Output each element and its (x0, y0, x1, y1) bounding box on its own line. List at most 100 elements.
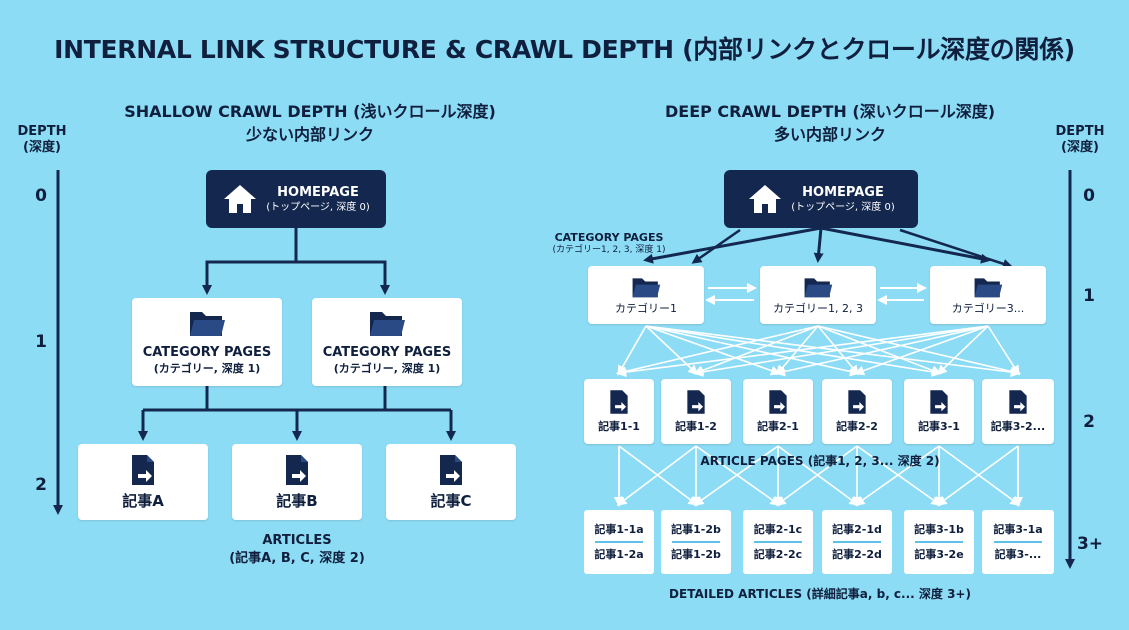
right-article-node[interactable]: 記事1-1 (584, 379, 654, 444)
category-sub: (カテゴリー, 深度 1) (153, 362, 261, 375)
category-label: カテゴリー3... (951, 301, 1025, 315)
article-label: 記事2-2 (836, 420, 878, 433)
category-caption-line2: (カテゴリー1, 2, 3, 深度 1) (552, 245, 666, 255)
left-depth-2: 2 (35, 475, 47, 495)
right-depth-label-line1: DEPTH (1055, 124, 1105, 139)
right-article-node[interactable]: 記事3-2... (982, 379, 1054, 444)
mesh-link (617, 325, 647, 376)
right-depth-3plus: 3+ (1076, 534, 1104, 554)
mesh-link (936, 445, 1019, 506)
left-depth-0: 0 (35, 186, 47, 206)
left-depth-label-line2: (深度) (23, 140, 61, 155)
link-arrow (820, 226, 991, 264)
document-arrow-icon (930, 390, 948, 414)
detailed-articles-caption: DETAILED ARTICLES (詳細記事a, b, c... 深度 3+) (669, 587, 971, 601)
homepage-label: HOMEPAGE (277, 184, 359, 200)
left-homepage-node[interactable]: HOMEPAGE (トップページ, 深度 0) (206, 170, 386, 228)
article-label: 記事A (122, 491, 164, 510)
detailed-separator (754, 541, 802, 543)
left-depth-label-line1: DEPTH (17, 124, 67, 139)
folder-icon (370, 312, 405, 336)
detailed-article-top: 記事2-1c (753, 523, 803, 536)
folder-icon (190, 312, 225, 336)
left-category-node[interactable]: CATEGORY PAGES (カテゴリー, 深度 1) (312, 298, 462, 386)
detailed-separator (672, 541, 720, 543)
detailed-article-top: 記事3-1a (993, 523, 1043, 536)
detailed-article-top: 記事1-2b (671, 523, 721, 536)
article-label: 記事3-1 (918, 420, 960, 433)
left-article-node[interactable]: 記事A (78, 444, 208, 520)
left-article-node[interactable]: 記事C (386, 444, 516, 520)
homepage-sub: (トップページ, 深度 0) (266, 201, 370, 213)
document-arrow-icon (286, 454, 308, 485)
detailed-article-node[interactable]: 記事3-1b 記事3-2e (904, 510, 974, 574)
detailed-article-node[interactable]: 記事2-1c 記事2-2c (743, 510, 813, 574)
document-arrow-icon (132, 454, 154, 485)
detailed-separator (595, 541, 643, 543)
link-arrow (899, 228, 1013, 269)
right-category-node[interactable]: カテゴリー3... (930, 266, 1046, 324)
articles-caption-line2: (記事A, B, C, 深度 2) (229, 551, 365, 566)
left-articles-caption: ARTICLES (記事A, B, C, 深度 2) (197, 532, 397, 568)
right-article-node[interactable]: 記事2-2 (822, 379, 892, 444)
detailed-article-node[interactable]: 記事1-2b 記事1-2b (661, 510, 731, 574)
right-article-node[interactable]: 記事2-1 (743, 379, 813, 444)
category-label: カテゴリー1, 2, 3 (773, 301, 863, 315)
mesh-link (645, 325, 942, 377)
link-arrow (813, 227, 824, 263)
detailed-article-bottom: 記事3-... (994, 548, 1042, 561)
mesh-link (645, 325, 860, 377)
right-depth-0: 0 (1083, 186, 1095, 206)
category-label: CATEGORY PAGES (142, 345, 272, 360)
mesh-link (693, 325, 819, 376)
detailed-article-bottom: 記事3-2e (914, 548, 964, 561)
right-depth-label: DEPTH (深度) (1052, 124, 1108, 156)
detailed-article-node[interactable]: 記事3-1a 記事3-... (982, 510, 1054, 574)
articles-caption-line1: ARTICLES (262, 533, 332, 548)
folder-icon (974, 277, 1003, 297)
mesh-link (693, 325, 989, 377)
shallow-subheading-text: 少ない内部リンク (245, 125, 374, 144)
left-category-node[interactable]: CATEGORY PAGES (カテゴリー, 深度 1) (132, 298, 282, 386)
right-depth-2: 2 (1083, 412, 1095, 432)
detailed-article-top: 記事3-1b (914, 523, 964, 536)
category-label: CATEGORY PAGES (322, 345, 452, 360)
detailed-separator (994, 541, 1042, 543)
mesh-link (645, 325, 1021, 378)
document-arrow-icon (848, 390, 866, 414)
detailed-article-bottom: 記事1-2b (671, 548, 721, 561)
category-sub: (カテゴリー, 深度 1) (333, 362, 441, 375)
link-arrow (296, 260, 390, 295)
category-label: カテゴリー1 (615, 301, 677, 315)
article-label: 記事3-2... (990, 420, 1046, 433)
document-arrow-icon (610, 390, 628, 414)
right-article-node[interactable]: 記事1-2 (661, 379, 731, 444)
detailed-article-bottom: 記事1-2a (594, 548, 644, 561)
right-homepage-node[interactable]: HOMEPAGE (トップページ, 深度 0) (724, 170, 918, 228)
mesh-link (616, 445, 697, 506)
document-arrow-icon (687, 390, 705, 414)
detailed-separator (833, 541, 881, 543)
mesh-link (645, 325, 781, 376)
deep-subheading-text: 多い内部リンク (773, 125, 886, 144)
document-arrow-icon (769, 390, 787, 414)
article-label: 記事C (430, 491, 472, 510)
right-category-node[interactable]: カテゴリー1, 2, 3 (760, 266, 876, 324)
detailed-article-top: 記事1-1a (594, 523, 644, 536)
deep-heading: DEEP CRAWL DEPTH (深いクロール深度) 多い内部リンク (610, 100, 1050, 146)
right-category-node[interactable]: カテゴリー1 (588, 266, 704, 324)
article-label: 記事1-2 (675, 420, 717, 433)
detailed-article-node[interactable]: 記事1-1a 記事1-2a (584, 510, 654, 574)
detailed-article-node[interactable]: 記事2-1d 記事2-2d (822, 510, 892, 574)
mesh-link (616, 325, 819, 377)
house-icon (749, 185, 782, 213)
mesh-link (854, 445, 940, 506)
detailed-article-bottom: 記事2-2c (753, 548, 803, 561)
left-article-node[interactable]: 記事B (232, 444, 362, 520)
homepage-label: HOMEPAGE (802, 184, 884, 200)
article-label: 記事2-1 (757, 420, 799, 433)
homepage-sub: (トップページ, 深度 0) (791, 201, 895, 213)
category-caption-line1: CATEGORY PAGES (554, 231, 664, 244)
right-article-node[interactable]: 記事3-1 (904, 379, 974, 444)
